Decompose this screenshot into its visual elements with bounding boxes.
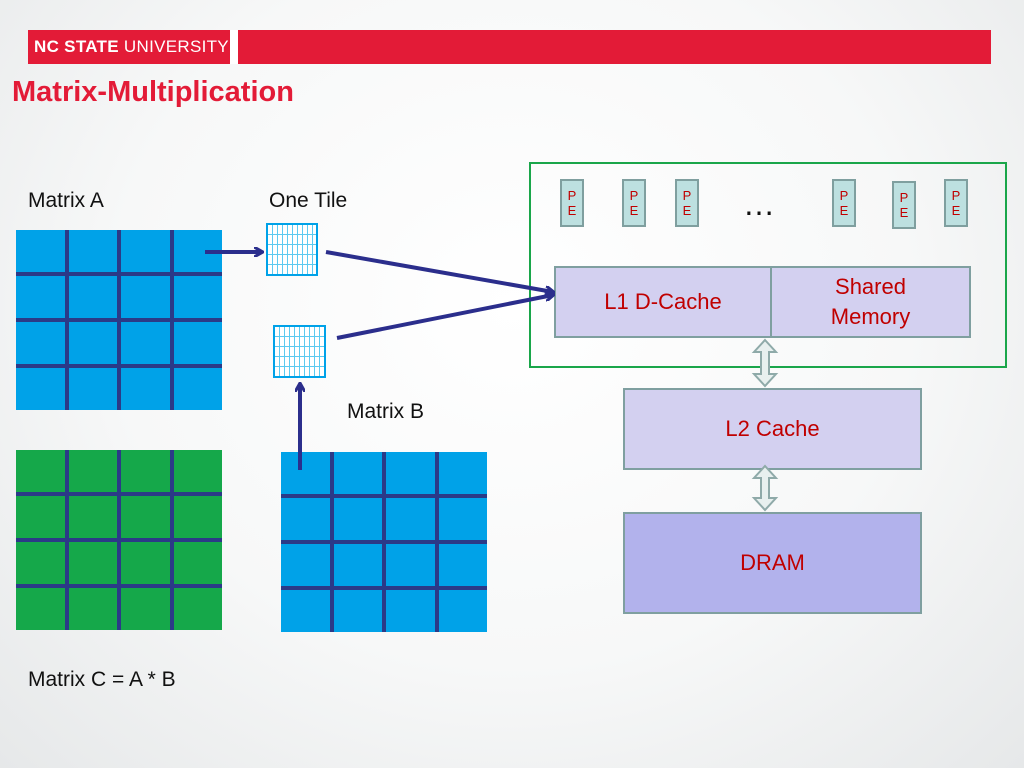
matrix-cell: [121, 322, 170, 364]
pe-letter: P: [839, 188, 849, 203]
matrix-cell: [68, 542, 117, 584]
tile-b: [273, 325, 326, 378]
pe-letter: P: [629, 188, 639, 203]
matrix-cell: [173, 276, 222, 318]
university-logo: NC STATE UNIVERSITY: [28, 30, 238, 64]
matrix-cell: [173, 542, 222, 584]
matrix-cell: [333, 544, 382, 586]
dram-box: DRAM: [623, 512, 922, 614]
pe-letter: E: [839, 203, 849, 218]
shared-memory-box: Shared Memory: [770, 266, 971, 338]
dram-label: DRAM: [740, 550, 805, 575]
shared-memory-label-line1: Shared: [835, 274, 906, 299]
matrix-cell: [68, 496, 117, 538]
matrix-cell: [386, 544, 435, 586]
matrix-cell: [121, 230, 170, 272]
matrix-cell: [438, 544, 487, 586]
matrix-cell: [68, 368, 117, 410]
matrix-cell: [68, 276, 117, 318]
l2-dram-connector: [751, 464, 779, 512]
matrix-cell: [438, 498, 487, 540]
matrix-a-label: Matrix A: [28, 189, 104, 212]
matrix-cell: [16, 276, 65, 318]
matrix-cell: [68, 230, 117, 272]
matrix-cell: [16, 588, 65, 630]
l2-cache-box: L2 Cache: [623, 388, 922, 470]
matrix-cell: [16, 542, 65, 584]
matrix-cell: [68, 450, 117, 492]
shared-memory-label-line2: Memory: [830, 304, 911, 329]
arrow-tile-b-to-l1: [336, 295, 553, 340]
matrix-cell: [333, 498, 382, 540]
matrix-cell: [121, 588, 170, 630]
matrix-cell: [386, 590, 435, 632]
matrix-cell: [16, 230, 65, 272]
pe-letter: E: [682, 203, 692, 218]
one-tile-label: One Tile: [269, 189, 348, 212]
matrix-cell: [281, 590, 330, 632]
l1-dcache-label: L1 D-Cache: [604, 289, 722, 314]
matrix-cell: [281, 452, 330, 494]
matrix-cell: [173, 368, 222, 410]
matrix-cell: [333, 590, 382, 632]
matrix-cell: [121, 496, 170, 538]
matrix-cell: [173, 496, 222, 538]
matrix-cell: [386, 498, 435, 540]
matrix-cell: [281, 498, 330, 540]
pe-letter: P: [899, 190, 909, 205]
matrix-b-grid: [281, 452, 487, 632]
arrow-tile-a-to-l1: [325, 250, 553, 292]
matrix-b-label: Matrix B: [347, 400, 425, 423]
matrix-a-grid: [16, 230, 222, 410]
matrix-cell: [16, 368, 65, 410]
pe-letter: E: [629, 203, 639, 218]
logo-bold-text: NC STATE: [34, 37, 119, 56]
matrix-cell: [121, 450, 170, 492]
matrix-c-grid: [16, 450, 222, 630]
l1-dcache-box: L1 D-Cache: [554, 266, 772, 338]
matrix-cell: [173, 450, 222, 492]
matrix-cell: [386, 452, 435, 494]
pe-letter: E: [899, 205, 909, 220]
matrix-cell: [333, 452, 382, 494]
matrix-cell: [16, 322, 65, 364]
matrix-cell: [121, 368, 170, 410]
matrix-c-label: Matrix C = A * B: [28, 668, 176, 691]
logo-light-text: UNIVERSITY: [123, 37, 229, 56]
matrix-cell: [16, 496, 65, 538]
matrix-cell: [438, 452, 487, 494]
matrix-cell: [16, 450, 65, 492]
matrix-cell: [121, 542, 170, 584]
pe-letter: P: [682, 188, 692, 203]
pe-ellipsis: …: [743, 186, 777, 222]
matrix-cell: [173, 322, 222, 364]
l2-cache-label: L2 Cache: [725, 416, 820, 441]
matrix-cell: [438, 590, 487, 632]
matrix-cell: [281, 544, 330, 586]
pe-letter: E: [951, 203, 961, 218]
matrix-cell: [68, 322, 117, 364]
pe-letter: P: [567, 188, 577, 203]
pe-letter: E: [567, 203, 577, 218]
matrix-cell: [121, 276, 170, 318]
l1-l2-connector: [751, 338, 779, 388]
tile-a: [266, 223, 318, 276]
pe-letter: P: [951, 188, 961, 203]
matrix-cell: [173, 588, 222, 630]
slide-title: Matrix-Multiplication: [12, 76, 294, 108]
matrix-cell: [68, 588, 117, 630]
